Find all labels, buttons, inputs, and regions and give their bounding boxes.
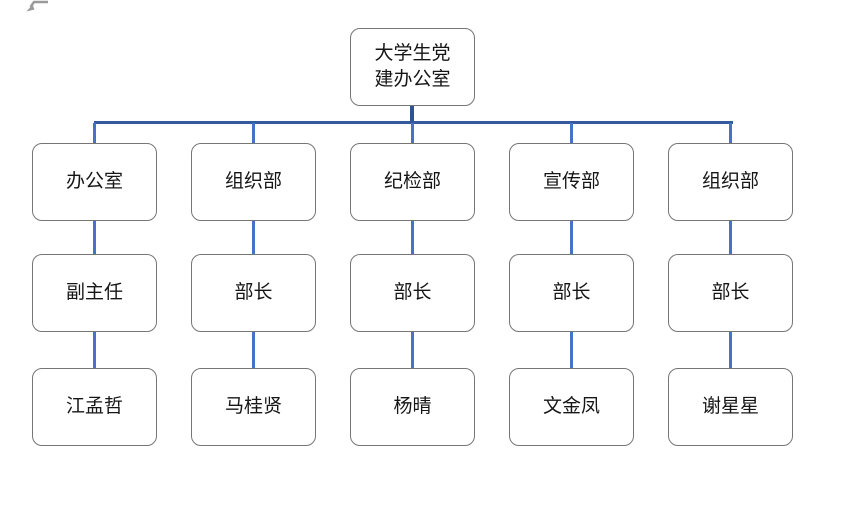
org-node-role[interactable]: 部长 <box>509 254 634 332</box>
connector-root-stub <box>410 106 414 123</box>
org-node-root-line1: 大学生党 <box>374 43 451 64</box>
org-node-label: 江孟哲 <box>65 396 123 417</box>
org-node-role[interactable]: 副主任 <box>32 254 157 332</box>
connector-drop <box>252 123 255 143</box>
org-node-label: 组织部 <box>224 171 282 192</box>
connector-vertical <box>411 332 414 368</box>
org-node-label: 谢星星 <box>701 396 759 417</box>
org-node-person[interactable]: 谢星星 <box>668 368 793 446</box>
connector-drop <box>570 123 573 143</box>
org-node-label: 文金凤 <box>542 396 600 417</box>
org-node-label: 副主任 <box>65 282 123 303</box>
org-node-label: 纪检部 <box>383 171 441 192</box>
org-node-label: 部长 <box>711 282 750 303</box>
org-node-label: 部长 <box>234 282 273 303</box>
org-node-dept[interactable]: 纪检部 <box>350 143 475 221</box>
org-node-person[interactable]: 马桂贤 <box>191 368 316 446</box>
org-node-dept[interactable]: 宣传部 <box>509 143 634 221</box>
org-node-role[interactable]: 部长 <box>668 254 793 332</box>
org-node-dept[interactable]: 组织部 <box>668 143 793 221</box>
connector-drop <box>729 123 732 143</box>
connector-drop <box>93 123 96 143</box>
connector-vertical <box>411 221 414 254</box>
connector-bus <box>94 121 733 124</box>
org-node-label: 宣传部 <box>542 171 600 192</box>
connector-vertical <box>93 332 96 368</box>
org-node-label: 办公室 <box>65 171 123 192</box>
org-node-label: 杨晴 <box>393 396 432 417</box>
paragraph-mark-icon <box>26 0 48 12</box>
org-node-label: 马桂贤 <box>224 396 282 417</box>
connector-vertical <box>252 221 255 254</box>
org-node-root[interactable]: 大学生党 建办公室 <box>350 28 475 106</box>
org-node-person[interactable]: 杨晴 <box>350 368 475 446</box>
org-node-person[interactable]: 文金凤 <box>509 368 634 446</box>
connector-vertical <box>729 332 732 368</box>
org-node-label: 部长 <box>393 282 432 303</box>
connector-drop <box>411 123 414 143</box>
connector-vertical <box>570 332 573 368</box>
org-node-dept[interactable]: 组织部 <box>191 143 316 221</box>
org-node-label: 组织部 <box>701 171 759 192</box>
org-node-role[interactable]: 部长 <box>191 254 316 332</box>
org-node-root-line2: 建办公室 <box>374 69 451 90</box>
org-node-person[interactable]: 江孟哲 <box>32 368 157 446</box>
connector-vertical <box>570 221 573 254</box>
connector-vertical <box>93 221 96 254</box>
connector-vertical <box>252 332 255 368</box>
org-node-dept[interactable]: 办公室 <box>32 143 157 221</box>
org-node-role[interactable]: 部长 <box>350 254 475 332</box>
connector-vertical <box>729 221 732 254</box>
org-node-label: 部长 <box>552 282 591 303</box>
org-node-root-label: 大学生党 建办公室 <box>374 41 450 93</box>
